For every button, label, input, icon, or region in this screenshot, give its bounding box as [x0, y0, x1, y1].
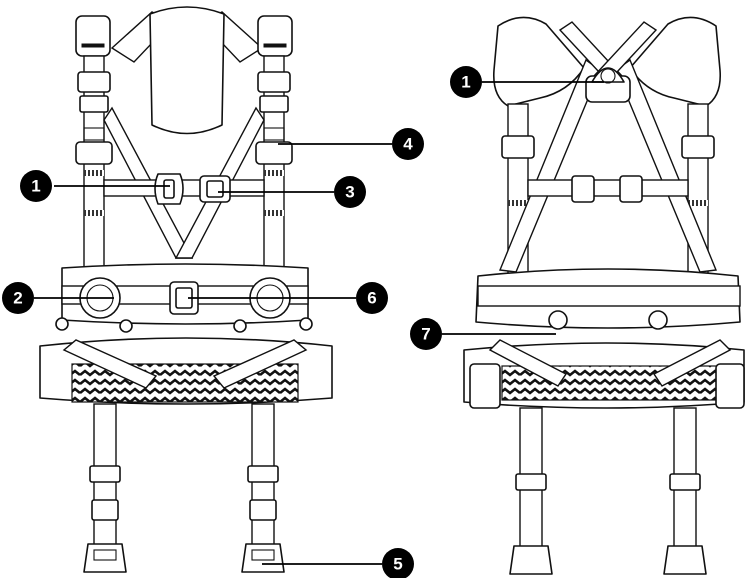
callout-5: 5 — [262, 548, 414, 578]
callout-6: 6 — [188, 282, 388, 314]
back-harness-view — [463, 16, 745, 575]
callout-2-label: 2 — [13, 289, 22, 308]
callout-4: 4 — [278, 128, 424, 160]
callout-1-front-label: 1 — [31, 177, 40, 196]
callout-3-label: 3 — [345, 183, 354, 202]
rear-loop-left — [548, 310, 568, 330]
callout-7: 7 — [410, 318, 556, 350]
callout-2: 2 — [2, 282, 114, 314]
callout-1-front: 1 — [20, 170, 170, 202]
callout-1-back: 1 — [450, 66, 604, 98]
rear-loop-right — [648, 310, 668, 330]
callout-7-label: 7 — [421, 325, 430, 344]
callout-1-back-label: 1 — [461, 73, 470, 92]
callout-6-label: 6 — [367, 289, 376, 308]
callout-5-label: 5 — [393, 555, 402, 574]
front-harness-view — [39, 6, 333, 573]
dorsal-d-ring — [591, 67, 625, 83]
callout-4-label: 4 — [403, 135, 413, 154]
callout-3: 3 — [218, 176, 366, 208]
